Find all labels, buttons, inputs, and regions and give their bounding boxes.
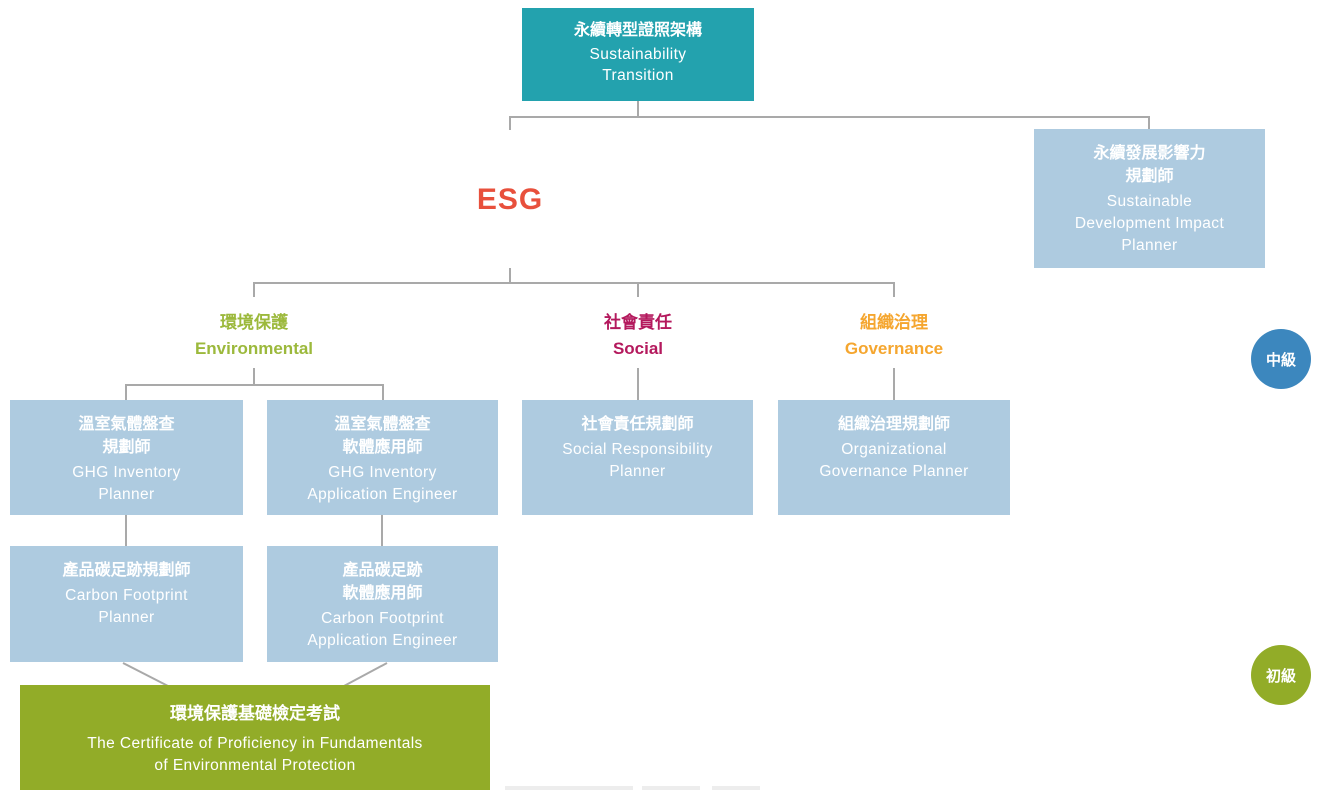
node-sustainable-development-impact-planner: 永續發展影響力 規劃師 Sustainable Development Impa…: [1034, 129, 1265, 268]
node-title-en: GHG Inventory Application Engineer: [307, 464, 458, 503]
branch-governance: 組織治理 Governance: [794, 310, 994, 362]
node-title-zh: 產品碳足跡 軟體應用師: [342, 562, 423, 602]
node-title-zh: 社會責任規劃師: [581, 416, 694, 433]
esg-heading: ESG: [476, 183, 544, 216]
node-carbon-footprint-application-engineer: 產品碳足跡 軟體應用師 Carbon Footprint Application…: [267, 546, 498, 662]
cutoff-strip: [505, 786, 633, 790]
node-title-en: Sustainability Transition: [589, 46, 687, 84]
node-sustainability-transition: 永續轉型證照架構 Sustainability Transition: [522, 8, 754, 101]
node-organizational-governance-planner: 組織治理規劃師 Organizational Governance Planne…: [778, 400, 1010, 515]
level-badge-beginner: 初級: [1251, 645, 1311, 705]
node-title-en: Carbon Footprint Planner: [65, 587, 188, 626]
node-title-en: Organizational Governance Planner: [819, 441, 969, 480]
branch-environmental: 環境保護 Environmental: [154, 310, 354, 362]
node-title-zh: 組織治理規劃師: [837, 416, 950, 433]
node-title-en: Sustainable Development Impact Planner: [1074, 193, 1225, 254]
node-carbon-footprint-planner: 產品碳足跡規劃師 Carbon Footprint Planner: [10, 546, 243, 662]
node-title-en: Social Responsibility Planner: [562, 441, 713, 480]
branch-label-en: Governance: [844, 339, 944, 358]
node-title-zh: 環境保護基礎檢定考試: [170, 704, 340, 723]
node-environmental-fundamentals-exam: 環境保護基礎檢定考試 The Certificate of Proficienc…: [20, 685, 490, 790]
branch-label-zh: 環境保護: [220, 313, 288, 332]
node-title-zh: 溫室氣體盤查 軟體應用師: [334, 416, 431, 456]
node-ghg-inventory-application-engineer: 溫室氣體盤查 軟體應用師 GHG Inventory Application E…: [267, 400, 498, 515]
branch-label-en: Social: [612, 339, 664, 358]
node-title-en: The Certificate of Proficiency in Fundam…: [87, 735, 423, 774]
branch-social: 社會責任 Social: [538, 310, 738, 362]
node-social-responsibility-planner: 社會責任規劃師 Social Responsibility Planner: [522, 400, 753, 515]
branch-label-zh: 社會責任: [604, 313, 672, 332]
node-title-en: Carbon Footprint Application Engineer: [307, 610, 458, 649]
branch-label-zh: 組織治理: [860, 313, 928, 332]
node-title-zh: 永續發展影響力 規劃師: [1093, 145, 1206, 185]
node-title-zh: 永續轉型證照架構: [573, 22, 702, 39]
node-title-zh: 產品碳足跡規劃師: [62, 562, 191, 579]
node-ghg-inventory-planner: 溫室氣體盤查 規劃師 GHG Inventory Planner: [10, 400, 243, 515]
cutoff-strip: [712, 786, 760, 790]
node-title-en: GHG Inventory Planner: [72, 464, 181, 503]
level-badge-intermediate: 中級: [1251, 329, 1311, 389]
branch-label-en: Environmental: [194, 339, 314, 358]
cutoff-strip: [642, 786, 700, 790]
node-title-zh: 溫室氣體盤查 規劃師: [78, 416, 175, 456]
